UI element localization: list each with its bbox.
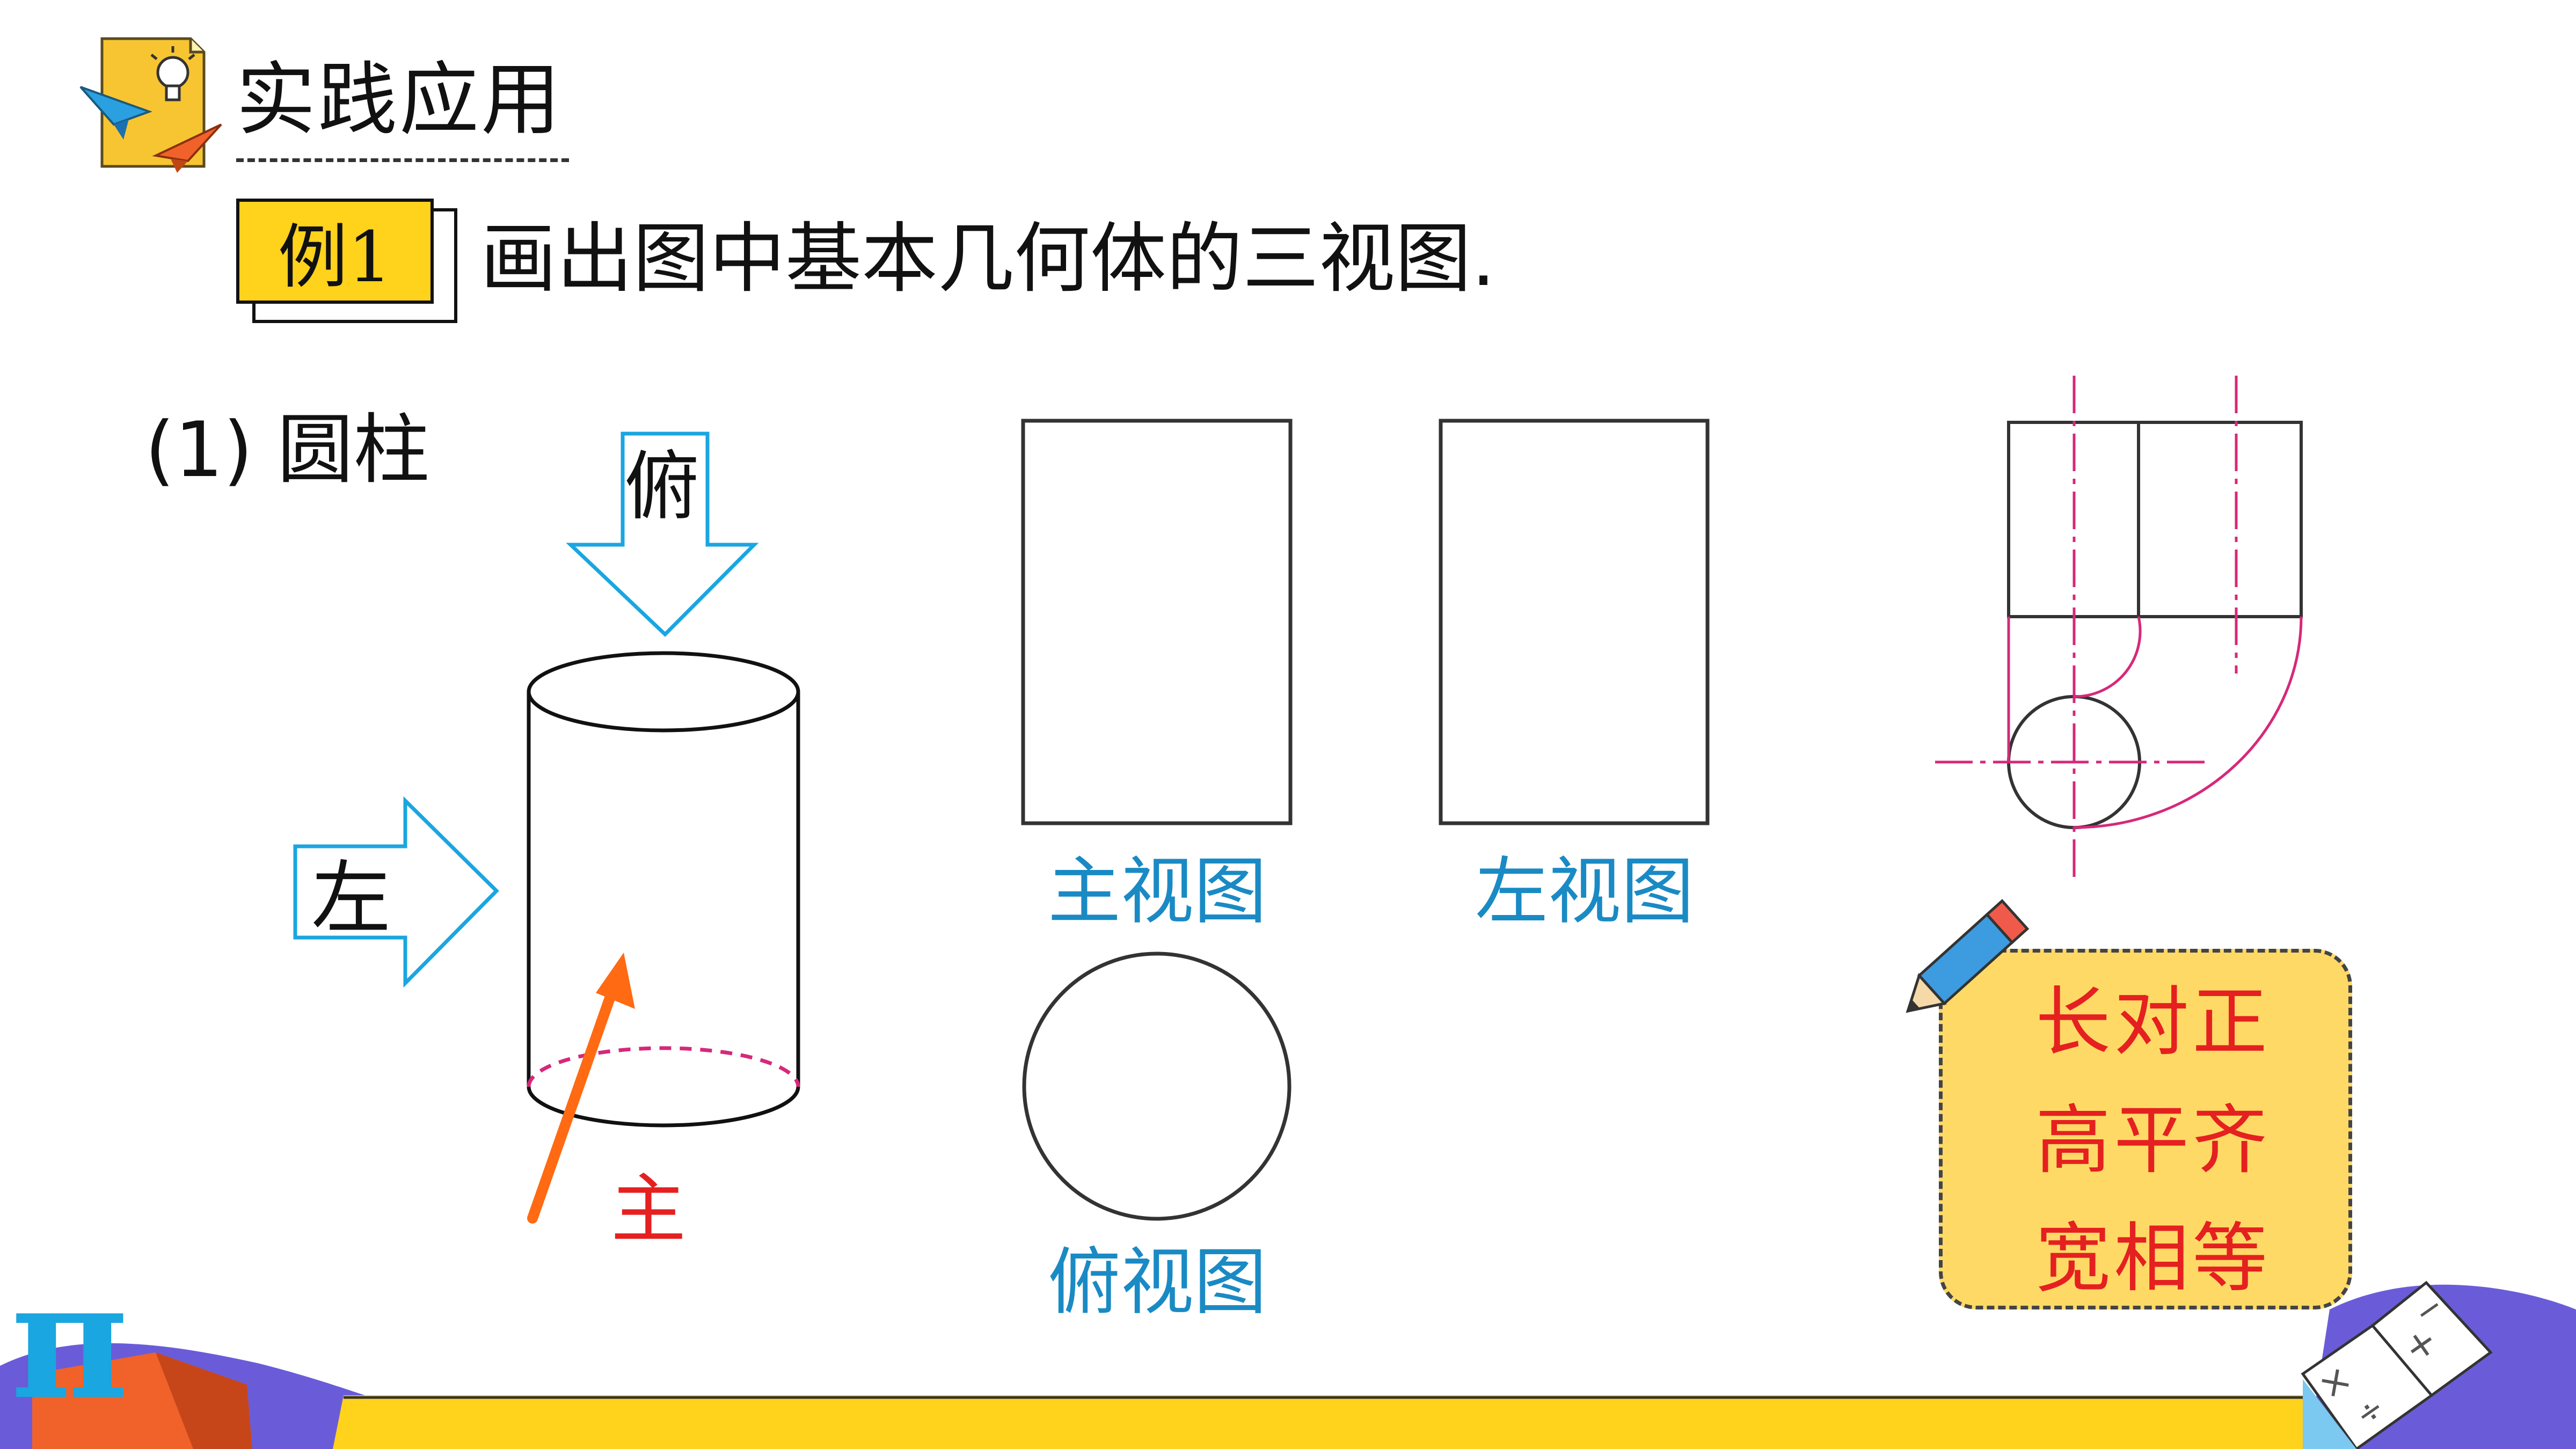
rule-width: 宽相等 [2035,1215,2271,1302]
main-direction-label: 主 [611,1166,687,1254]
front-view [1021,419,1293,825]
pi-decoration: π [11,1246,129,1435]
example-badge: 例1 [236,199,434,304]
example-badge-label: 例1 [278,216,392,298]
cylinder [527,651,800,1128]
idea-document-icon [79,37,222,173]
side-view-caption: 左视图 [1475,850,1694,934]
problem-statement: 画出图中基本几何体的三视图. [480,215,1496,303]
title-underline [236,158,569,162]
top-view [1022,952,1291,1221]
top-view-caption: 俯视图 [1048,1240,1267,1325]
main-view-arrow [527,953,635,1224]
top-direction-label: 俯 [624,443,700,531]
hidden-edge [527,1046,800,1087]
rule-length: 长对正 [2035,979,2271,1066]
front-view-caption: 主视图 [1048,850,1267,934]
side-view [1439,419,1710,825]
part-label: (1) 圆柱 [145,406,430,494]
top-view-arrow [566,431,759,637]
open-book-icon [2301,1280,2493,1449]
projection-rules-note [1939,949,2352,1309]
left-direction-label: 左 [311,852,391,945]
section-title: 实践应用 [236,54,563,146]
rule-height: 高平齐 [2035,1097,2271,1184]
left-view-arrow [293,796,499,988]
